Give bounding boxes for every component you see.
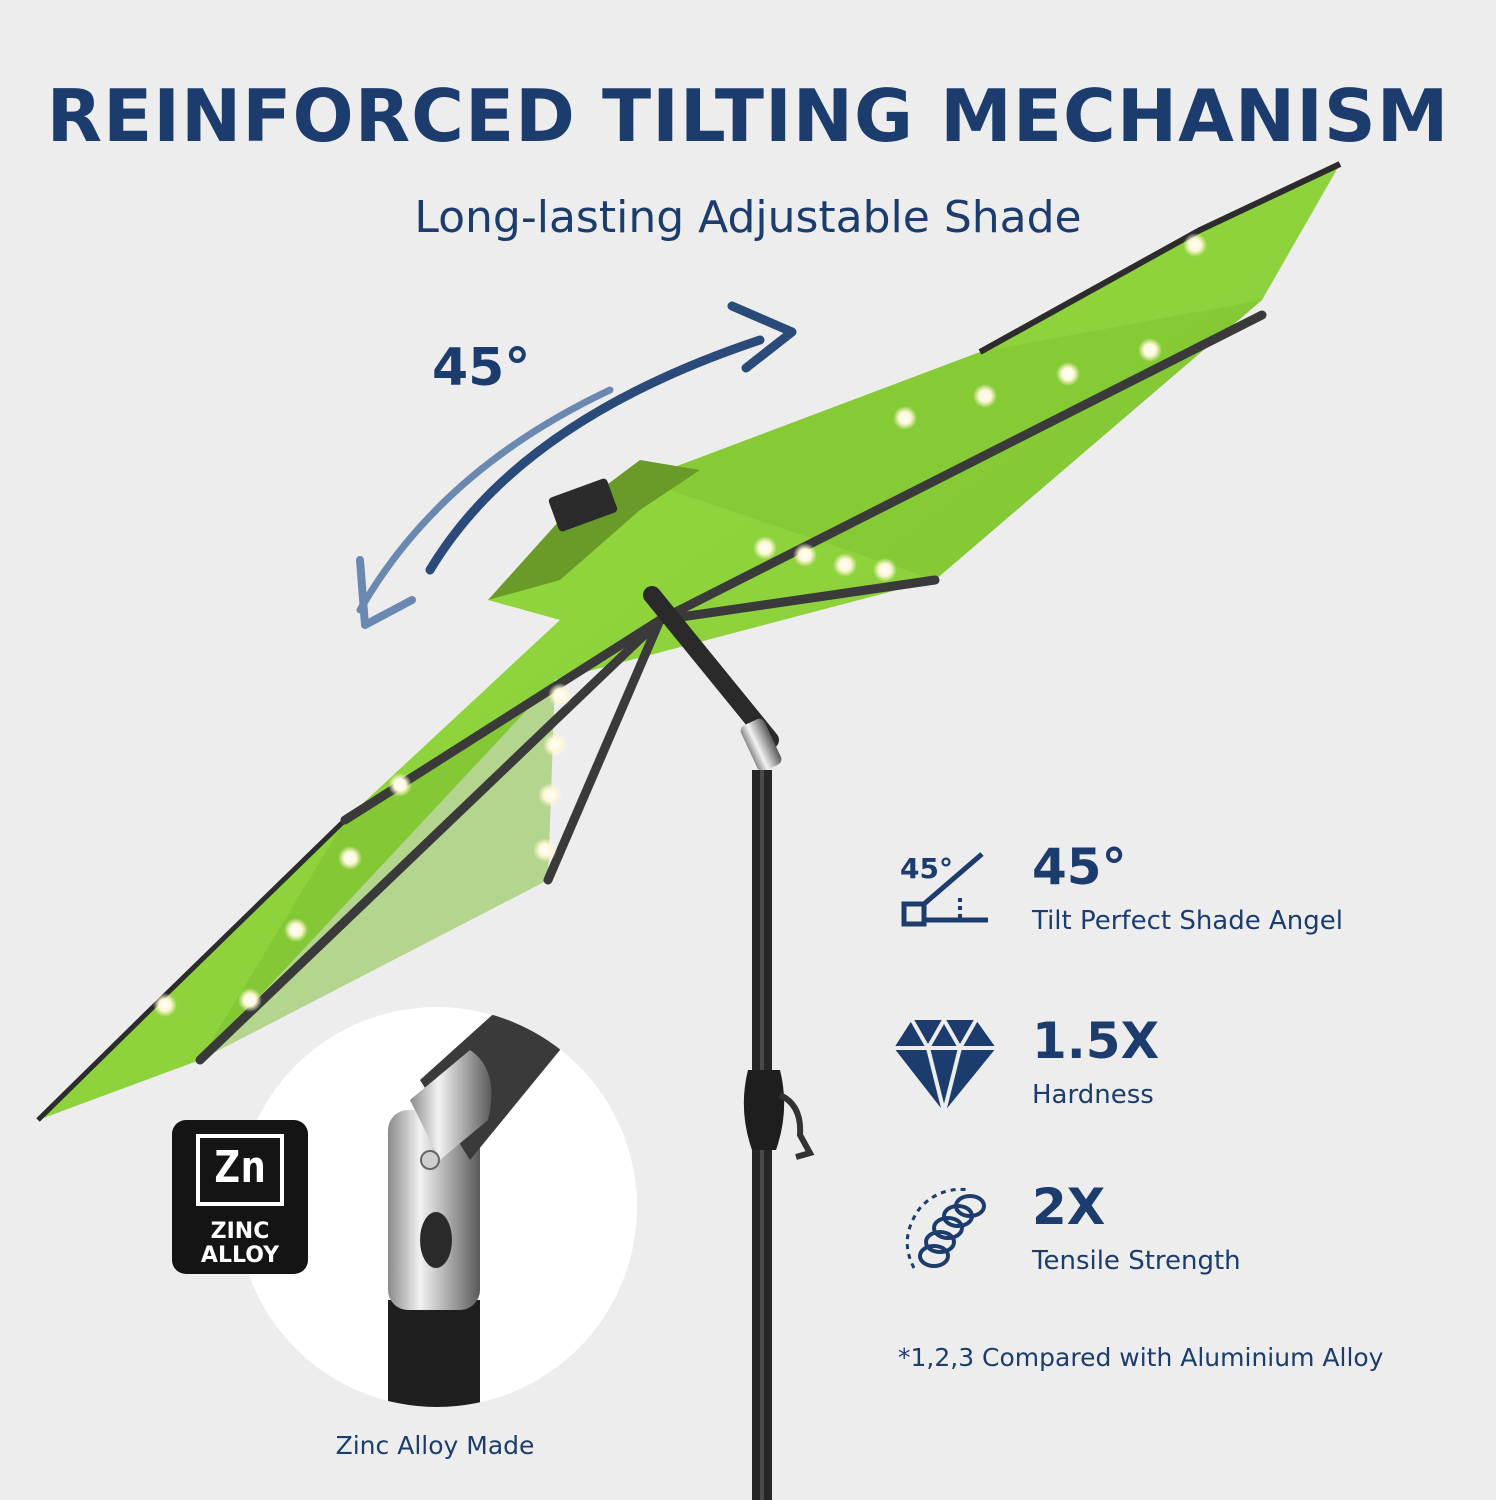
umbrella-pole [643, 586, 815, 1500]
zinc-badge-text: ZINC ALLOY [172, 1220, 308, 1268]
zinc-alloy-badge: Zn ZINC ALLOY [172, 1120, 308, 1274]
feature-tensile-value: 2X [1032, 1178, 1106, 1236]
led-lights [153, 233, 1207, 1017]
feature-hardness-value: 1.5X [1032, 1012, 1160, 1070]
footnote: *1,2,3 Compared with Aluminium Alloy [898, 1343, 1384, 1372]
feature-hardness-desc: Hardness [1032, 1080, 1154, 1110]
tilt-angle-icon: 45° [900, 852, 988, 927]
feature-hardness: 1.5X Hardness [890, 1012, 1450, 1132]
tilt-angle-label: 45° [432, 338, 531, 398]
joint-closeup-inset [237, 1007, 637, 1407]
tilt-arrow [356, 301, 797, 629]
zinc-badge-line2: ALLOY [200, 1243, 280, 1268]
diamond-icon [894, 1015, 996, 1113]
zinc-badge-frame [196, 1134, 284, 1206]
zinc-badge-line1: ZINC [210, 1219, 270, 1244]
zinc-badge-symbol: Zn [213, 1142, 267, 1193]
inset-caption: Zinc Alloy Made [335, 1431, 535, 1460]
headline: REINFORCED TILTING MECHANISM [46, 74, 1450, 158]
feature-tilt: 45° 45° Tilt Perfect Shade Angel [890, 838, 1450, 958]
feature-tensile: 2X Tensile Strength [890, 1178, 1450, 1298]
spring-icon [905, 1187, 986, 1269]
feature-tilt-desc: Tilt Perfect Shade Angel [1032, 906, 1343, 936]
feature-tilt-value: 45° [1032, 838, 1127, 896]
feature-tensile-desc: Tensile Strength [1032, 1246, 1241, 1276]
tilt-icon-label: 45° [900, 852, 953, 885]
subheadline: Long-lasting Adjustable Shade [414, 192, 1082, 243]
